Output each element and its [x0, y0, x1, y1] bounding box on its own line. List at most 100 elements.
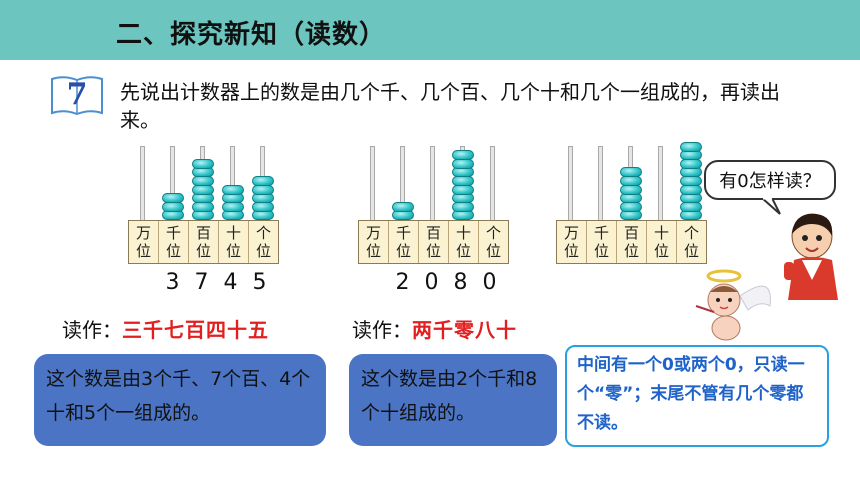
place-label: 万位 — [359, 221, 389, 263]
bubble-tail-icon — [760, 198, 781, 215]
abacus-bead — [251, 210, 274, 221]
abacus-bead — [191, 184, 214, 195]
abacus-bead — [191, 167, 214, 178]
abacus-rod — [598, 146, 603, 221]
reading-1: 读作：三千七百四十五 — [62, 314, 269, 343]
place-label: 百位 — [617, 221, 647, 263]
reading-2: 读作：两千零八十 — [352, 314, 517, 343]
place-label: 万位 — [129, 221, 159, 263]
abacus-rod — [400, 146, 405, 221]
abacus-rod — [370, 146, 375, 221]
place-label: 十位 — [647, 221, 677, 263]
abacus-bead — [619, 210, 642, 221]
abacus-rod — [170, 146, 175, 221]
abacus-bead — [161, 201, 184, 212]
abacus-rod — [430, 146, 435, 221]
abacus-base: 万位千位百位十位个位 — [358, 220, 509, 264]
abacus-bead — [221, 193, 244, 204]
abacus-bead — [679, 176, 702, 186]
abacus-bead — [679, 210, 702, 221]
abacus-bead — [161, 193, 184, 204]
abacus-base: 万位千位百位十位个位 — [128, 220, 279, 264]
place-label: 十位 — [449, 221, 479, 263]
abacus-bead — [251, 193, 274, 204]
rule-note: 中间有一个0或两个0，只读一个“零”；末尾不管有几个零都不读。 — [565, 345, 829, 447]
place-label: 十位 — [219, 221, 249, 263]
header-bar: 二、探究新知（读数） — [0, 0, 860, 60]
abacus-rod — [490, 146, 495, 221]
place-label: 千位 — [159, 221, 189, 263]
digit: 0 — [482, 270, 497, 295]
abacus-base: 万位千位百位十位个位 — [556, 220, 707, 264]
place-label: 个位 — [683, 224, 699, 260]
speech-bubble: 有0怎样读？ — [704, 160, 836, 200]
place-label: 个位 — [485, 224, 501, 260]
place-label: 个位 — [255, 224, 271, 260]
abacus-bead — [451, 184, 474, 195]
abacus-bead — [679, 201, 702, 212]
place-label: 千位 — [389, 221, 419, 263]
abacus-rod — [140, 146, 145, 221]
abacus-bead — [451, 201, 474, 212]
abacus-bead — [251, 176, 274, 186]
digit: 4 — [223, 270, 238, 295]
abacus-bead — [451, 167, 474, 178]
digit: 8 — [453, 270, 468, 295]
reading-prefix: 读作： — [62, 318, 122, 342]
place-label: 百位 — [419, 221, 449, 263]
reading-prefix: 读作： — [352, 318, 412, 342]
abacus-bead — [619, 201, 642, 212]
example-number: 7 — [66, 77, 88, 112]
abacus-bead — [251, 201, 274, 212]
abacus-bead — [221, 210, 244, 221]
abacus-bead — [451, 158, 474, 169]
boy-illustration-icon — [784, 213, 838, 300]
abacus-bead — [679, 158, 702, 169]
abacus-bead — [221, 184, 244, 195]
abacus-rod — [658, 146, 663, 221]
abacus-bead — [451, 176, 474, 186]
abacus-bead — [191, 201, 214, 212]
abacus-bead — [251, 184, 274, 195]
book-icon — [51, 76, 103, 116]
reading-value: 两千零八十 — [412, 318, 517, 342]
abacus-bead — [221, 201, 244, 212]
abacus-bead — [191, 176, 214, 186]
abacus-bead — [619, 184, 642, 195]
digit: 0 — [424, 270, 439, 295]
abacus-bead — [679, 184, 702, 195]
abacus-bead — [679, 167, 702, 178]
abacus-rod — [568, 146, 573, 221]
reading-value: 三千七百四十五 — [122, 318, 269, 342]
abacus-bead — [451, 210, 474, 221]
angel-illustration-icon — [695, 269, 771, 341]
digit: 3 — [165, 270, 180, 295]
place-label: 万位 — [557, 221, 587, 263]
abacus-bead — [191, 158, 214, 169]
abacus-bead — [619, 176, 642, 186]
example-prompt: 先说出计数器上的数是由几个千、几个百、几个十和几个一组成的，再读出来。 — [120, 80, 780, 132]
abacus-bead — [679, 193, 702, 204]
digit: 7 — [194, 270, 209, 295]
composition-box-2: 这个数是由2个千和8个十组成的。 — [349, 354, 557, 446]
page-title: 二、探究新知（读数） — [116, 20, 387, 50]
abacus-bead — [451, 193, 474, 204]
abacus-bead — [619, 193, 642, 204]
composition-box-1: 这个数是由3个千、7个百、4个十和5个一组成的。 — [34, 354, 326, 446]
example-badge: 7 — [50, 75, 104, 117]
abacus-bead — [391, 210, 414, 221]
abacus-bead — [679, 141, 702, 152]
digit: 5 — [252, 270, 267, 295]
abacus-bead — [451, 150, 474, 161]
abacus-bead — [391, 201, 414, 212]
place-label: 千位 — [587, 221, 617, 263]
abacus-bead — [619, 167, 642, 178]
abacus-bead — [161, 210, 184, 221]
abacus-bead — [191, 210, 214, 221]
abacus-bead — [679, 150, 702, 161]
speech-text: 有0怎样读？ — [719, 171, 821, 192]
abacus-rod — [230, 146, 235, 221]
place-label: 百位 — [189, 221, 219, 263]
